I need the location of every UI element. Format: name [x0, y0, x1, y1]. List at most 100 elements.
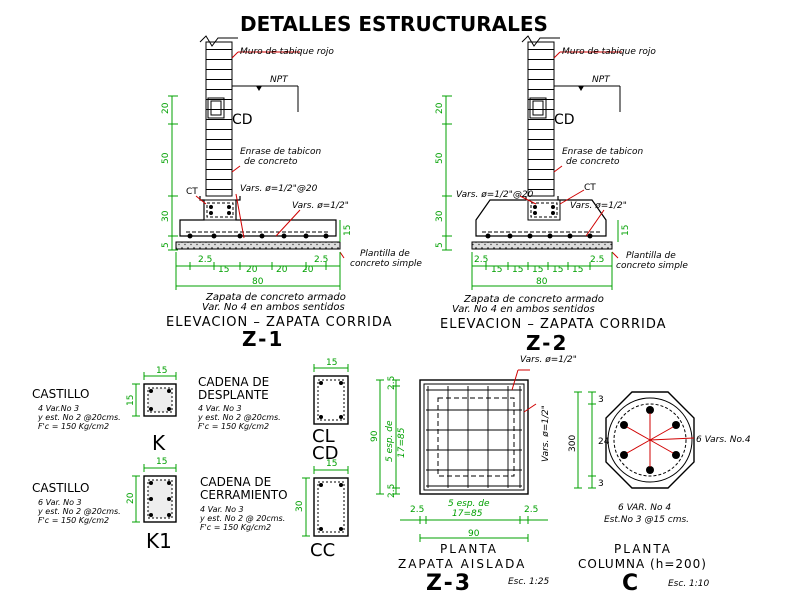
brick-wall: [527, 41, 555, 197]
cl-code-2: CD: [312, 443, 338, 464]
drawing-title: DETALLES ESTRUCTURALES: [240, 12, 548, 36]
z3-plan-title: PLANTA: [440, 542, 498, 556]
z3-bottom-total: 90: [468, 529, 480, 539]
cl-dim-w: 15: [326, 358, 337, 368]
cl-line1: 4 Var. No 3: [198, 404, 242, 413]
z2-elevation-title: ELEVACION – ZAPATA CORRIDA: [440, 317, 667, 332]
zapata-z1-elevation: Muro de tabique rojo NPT CD Enrase de ta…: [161, 35, 422, 351]
z3-bottom-mid-2: 17=85: [452, 509, 483, 519]
k1-dim-h: 20: [126, 492, 136, 504]
z1-enrase-1: Enrase de tabicon: [240, 147, 322, 157]
col-code: C: [622, 571, 638, 596]
cl-title-1: CADENA DE: [198, 375, 269, 389]
castillo-k1: 15 20 CASTILLO 6 Var. No 3 y est. No 2 @…: [32, 457, 177, 553]
z2-dim-h-0: 2.5: [474, 255, 488, 265]
k1-line3: F'c = 150 Kg/cm2: [38, 516, 109, 525]
z3-vars: Vars. ø=1/2": [520, 355, 577, 365]
z1-wall-label: Muro de tabique rojo: [240, 47, 334, 57]
z2-wall-label: Muro de tabique rojo: [562, 47, 656, 57]
z1-dim-h-3: 20: [276, 265, 288, 275]
z2-code: Z-2: [526, 331, 568, 355]
z1-dim-v-20: 20: [161, 102, 171, 114]
brick-wall: [205, 41, 233, 197]
col-note-2: Est.No 3 @15 cms.: [604, 515, 689, 525]
k1-dim-w: 15: [156, 457, 167, 467]
z3-bottom-mid-1: 5 esp. de: [448, 499, 490, 509]
zapata-aislada-z3: Vars. ø=1/2" Vars. ø=1/2" 2.5 2.5 90 5 e…: [370, 355, 577, 596]
z3-bottom-left: 2.5: [410, 505, 424, 515]
z2-dim-h-1: 15: [491, 265, 502, 275]
col-plan-title: PLANTA: [614, 542, 672, 556]
k1-line1: 6 Var. No 3: [38, 498, 82, 507]
z2-plantilla-2: concreto simple: [616, 261, 688, 271]
z2-dim-h-3: 15: [532, 265, 543, 275]
zapata-z2-elevation: Muro de tabique rojo NPT CD Enrase de ta…: [435, 35, 688, 355]
cadena-cerramiento: 15 30 CADENA DE CERRAMIENTO 4 Var. No 3 …: [199, 459, 349, 561]
z1-plantilla-1: Plantilla de: [360, 249, 410, 259]
gravel-base: [471, 241, 613, 250]
z1-code: Z-1: [242, 327, 284, 351]
cc-title-1: CADENA DE: [200, 475, 271, 489]
cc-line1: 4 Var. No 3: [200, 505, 244, 514]
z2-plantilla-1: Plantilla de: [626, 251, 676, 261]
z1-vars-top: Vars. ø=1/2"@20: [240, 184, 318, 194]
z2-dim-h-6: 2.5: [590, 255, 604, 265]
k-line3: F'c = 150 Kg/cm2: [38, 422, 109, 431]
z2-dim-15: 15: [621, 225, 631, 236]
z1-dim-15: 15: [343, 225, 353, 236]
k-line2: y est. No 2 @20cms.: [37, 413, 121, 422]
z2-dim-h-2: 15: [512, 265, 523, 275]
k-code: K: [152, 431, 166, 455]
col-note-1: 6 VAR. No 4: [618, 503, 671, 513]
k-title: CASTILLO: [32, 387, 89, 401]
z1-enrase-2: de concreto: [244, 157, 298, 167]
z3-bottom-right: 2.5: [524, 505, 538, 515]
z3-dim-left-bottom: 2.5: [387, 484, 397, 498]
z2-dim-v-30: 30: [435, 210, 445, 222]
z2-dim-v-20: 20: [435, 102, 445, 114]
z1-npt: NPT: [270, 75, 289, 85]
z3-scale: Esc. 1:25: [508, 577, 550, 587]
z2-caption-1: Zapata de concreto armado: [463, 294, 604, 305]
z1-dim-h-0: 2.5: [198, 255, 212, 265]
z1-dim-h-5: 2.5: [314, 255, 328, 265]
k1-title: CASTILLO: [32, 481, 89, 495]
z2-npt: NPT: [592, 75, 611, 85]
col-dim-total: 300: [568, 435, 578, 452]
col-subtitle: COLUMNA (h=200): [578, 557, 707, 571]
cc-dim-h: 30: [295, 500, 305, 512]
cl-line3: F'c = 150 Kg/cm2: [198, 422, 269, 431]
cc-line3: F'c = 150 Kg/cm2: [200, 523, 271, 532]
z1-dim-h-4: 20: [302, 265, 314, 275]
col-vars: 6 Vars. No.4: [696, 435, 751, 445]
cadena-desplante: 15 CADENA DE DESPLANTE 4 Var. No 3 y est…: [197, 358, 349, 464]
z2-ct: CT: [584, 183, 596, 193]
columna-c: 3 24 3 300 6 Vars. No.4 6 VAR. No 4 Est.…: [568, 391, 751, 596]
z1-vars-bottom: Vars. ø=1/2": [292, 201, 349, 211]
z1-dim-v-30: 30: [161, 210, 171, 222]
z2-dim-total: 80: [536, 277, 548, 287]
z1-dim-v-50: 50: [161, 152, 171, 164]
z1-cd: CD: [232, 112, 253, 128]
z1-plantilla-2: concreto simple: [350, 259, 422, 269]
z1-caption-1: Zapata de concreto armado: [205, 292, 346, 303]
col-dim-mid: 24: [598, 437, 610, 447]
col-dim-top: 3: [598, 395, 604, 405]
z1-caption-2: Var. No 4 en ambos sentidos: [202, 302, 345, 313]
z1-dim-h-1: 15: [218, 265, 229, 275]
z3-dim-left-mid-1: 5 esp. de: [385, 420, 395, 462]
k-dim-w: 15: [156, 366, 167, 376]
z3-dim-left-top: 2.5: [387, 376, 397, 390]
z3-code: Z-3: [426, 571, 472, 596]
z2-enrase-2: de concreto: [566, 157, 620, 167]
col-scale: Esc. 1:10: [668, 579, 710, 589]
k-line1: 4 Var.No 3: [38, 404, 79, 413]
z2-enrase-1: Enrase de tabicon: [562, 147, 644, 157]
cc-code: CC: [310, 540, 335, 561]
cl-code-1: CL: [312, 426, 335, 447]
cl-line2: y est. No 2 @20cms.: [197, 413, 281, 422]
z2-caption-2: Var. No 4 en ambos sentidos: [452, 304, 595, 315]
z2-dim-v-50: 50: [435, 152, 445, 164]
gravel-base: [175, 241, 341, 250]
